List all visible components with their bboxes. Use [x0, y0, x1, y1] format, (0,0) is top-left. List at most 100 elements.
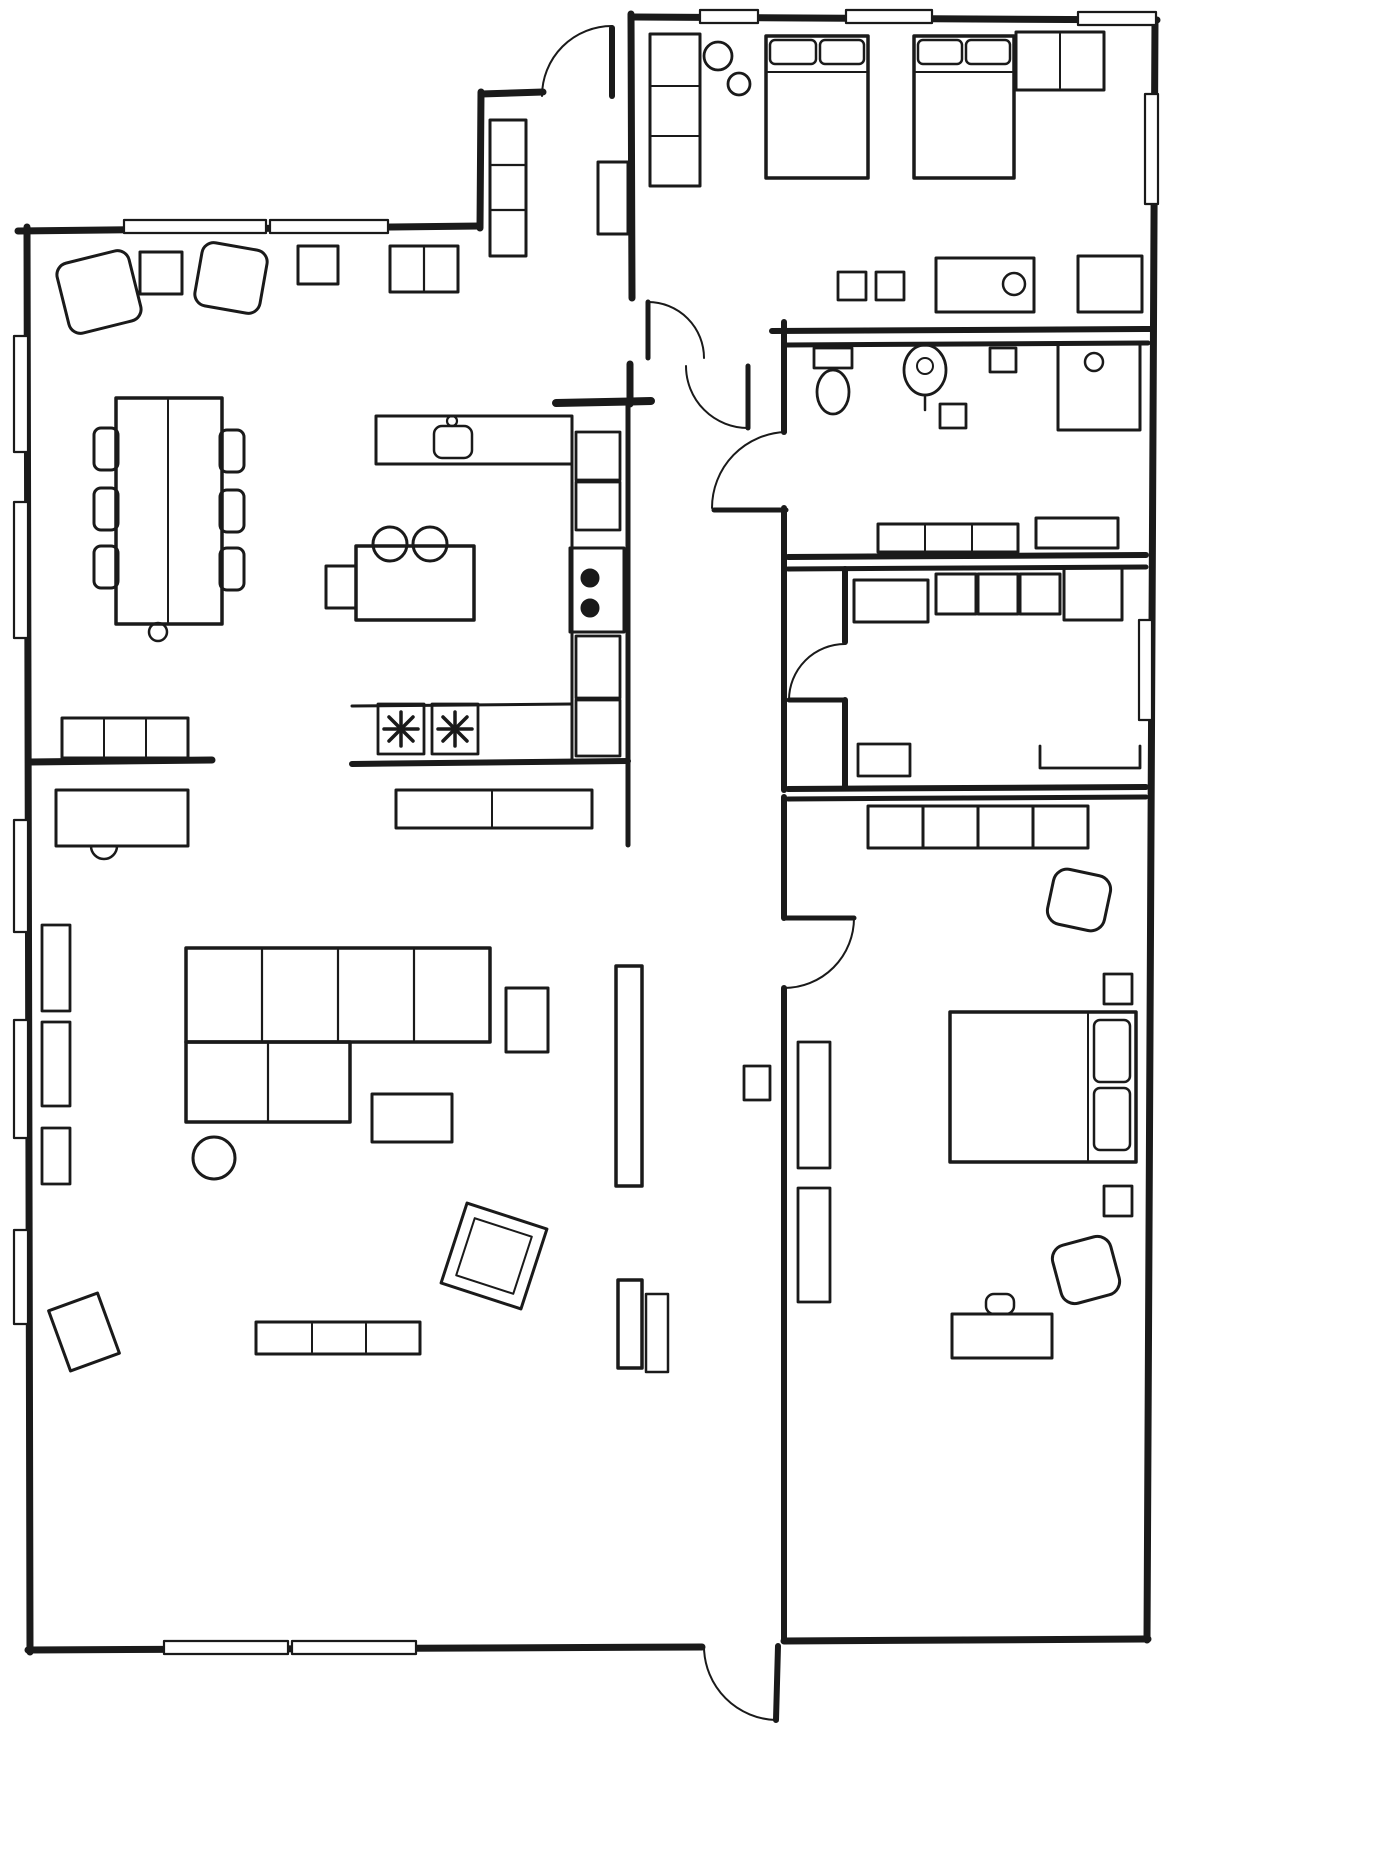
dining-chair-5 — [218, 488, 246, 534]
wall-rightwing-bottom — [780, 1635, 1152, 1645]
window-left-1 — [12, 334, 30, 454]
bedroom1-box-2 — [874, 270, 906, 302]
lounge-armchair-2 — [193, 241, 269, 315]
kitchen-faucet — [445, 414, 459, 428]
bedroom1-sofa — [648, 32, 702, 188]
window-right-2 — [1137, 618, 1154, 722]
kitchen-burner-dot-2 — [580, 598, 600, 618]
door-exterior-leaf — [773, 1643, 781, 1723]
hall-wall-box — [742, 1064, 772, 1102]
bath-vanity — [876, 522, 1020, 554]
office-box-3 — [1018, 572, 1062, 616]
bedroom2-closet-3 — [976, 804, 1035, 850]
door-hall-arc — [685, 365, 749, 429]
coffee-table — [370, 1092, 454, 1144]
bath-toilet-tank — [812, 346, 854, 370]
dining-sideboard — [60, 716, 190, 760]
bedroom2-armchair-2 — [1050, 1234, 1122, 1306]
kitchen-island-side — [324, 564, 358, 610]
bath-shower — [1056, 342, 1142, 432]
bedroom1-bed-2-pillow-2 — [964, 38, 1012, 66]
window-top-1 — [122, 218, 268, 235]
kitchen-counter-top — [374, 414, 574, 466]
wall-right — [1143, 16, 1159, 1644]
kitchen-stove — [568, 546, 626, 634]
bedroom2-closet-2 — [921, 804, 980, 850]
left-wall-cabinet-2 — [40, 1020, 72, 1108]
wall-notch-left — [476, 88, 485, 232]
burner-flame-1-line-4 — [387, 715, 415, 743]
lounge-side-table-2 — [296, 244, 340, 286]
left-wall-cabinet-3 — [40, 1126, 72, 1186]
kitchen-appliance-2 — [574, 480, 622, 532]
wall-entry-top — [477, 88, 547, 98]
bedroom2-cabinet-2 — [796, 1186, 832, 1304]
wall-kitchen-top — [552, 397, 655, 407]
dining-chair-4 — [218, 428, 246, 474]
living-pouf — [191, 1135, 237, 1181]
bedroom1-dresser — [1014, 30, 1106, 92]
kitchen-burner-dot-1 — [580, 568, 600, 588]
sofa-chaise — [184, 1040, 352, 1124]
kitchen-cooktop-1 — [376, 702, 426, 756]
bedroom2-pillow-2 — [1092, 1086, 1132, 1152]
living-rug-inner — [455, 1217, 533, 1295]
bath-toilet-bowl — [815, 368, 851, 416]
bedroom1-bed-2-pillow-1 — [916, 38, 964, 66]
dining-stool — [147, 621, 169, 643]
lounge-side-table-1 — [138, 250, 184, 296]
dining-chair-6 — [218, 546, 246, 592]
kitchen-appliance-4 — [574, 698, 622, 758]
bedroom1-lamp-circle-1 — [702, 40, 734, 72]
bedroom1-bed-2 — [912, 34, 1016, 180]
bedroom2-nightstand-2 — [1102, 1184, 1134, 1218]
wall-left — [23, 223, 34, 1656]
bath-shower-head — [1083, 351, 1105, 373]
window-left-4 — [12, 1018, 30, 1140]
wall-dining-divider — [26, 756, 216, 766]
office-desk — [852, 578, 930, 624]
window-righttop-3 — [1076, 10, 1158, 27]
wall-office-bottom — [785, 784, 1149, 792]
dining-table — [114, 396, 224, 626]
office-box-1 — [934, 572, 978, 616]
lounge-armchair-1 — [55, 249, 143, 335]
bedroom1-bed-1-pillow-2 — [818, 38, 866, 66]
wall-hall-segment-upper — [614, 964, 644, 1188]
wall-bedroom2-top — [785, 794, 1149, 802]
bath-sink-inner — [916, 357, 934, 375]
bedroom1-lamp-circle-2 — [726, 71, 752, 97]
door-bedroom1-arc — [647, 301, 705, 359]
window-bottom-2 — [290, 1639, 418, 1656]
bath-box-1 — [988, 346, 1018, 374]
bedroom1-bed-1 — [764, 34, 870, 180]
office-low-box — [856, 742, 912, 778]
door-office-arc — [788, 643, 846, 701]
dining-chair-2 — [92, 486, 120, 532]
kitchen-stool-2 — [411, 525, 449, 563]
bath-box-2 — [938, 402, 968, 430]
kitchen-cooktop-2 — [430, 702, 480, 756]
bedroom1-desk-sink — [1001, 271, 1027, 297]
living-console — [54, 788, 190, 848]
kitchen-appliance-3 — [574, 634, 622, 700]
kitchen-stool-1 — [371, 525, 409, 563]
wall-hall-top-vertical — [627, 10, 636, 302]
burner-flame-2-line-4 — [441, 715, 469, 743]
bedroom2-cabinet-1 — [796, 1040, 832, 1170]
bath-sink-bowl — [902, 343, 948, 397]
kitchen-appliance-1 — [574, 430, 622, 482]
bedroom2-dresser — [950, 1312, 1054, 1360]
door-bedroom2-arc — [783, 917, 855, 989]
bedroom2-pillow-1 — [1092, 1018, 1132, 1084]
window-righttop-1 — [698, 8, 760, 25]
window-left-5 — [12, 1228, 30, 1326]
office-box-2 — [976, 572, 1020, 616]
living-accent-table — [47, 1291, 121, 1373]
entry-cabinet — [488, 118, 528, 258]
door-bath-arc — [711, 431, 787, 509]
bedroom1-desk — [934, 256, 1036, 314]
living-rug-outer — [439, 1201, 549, 1311]
window-top-2 — [268, 218, 390, 235]
